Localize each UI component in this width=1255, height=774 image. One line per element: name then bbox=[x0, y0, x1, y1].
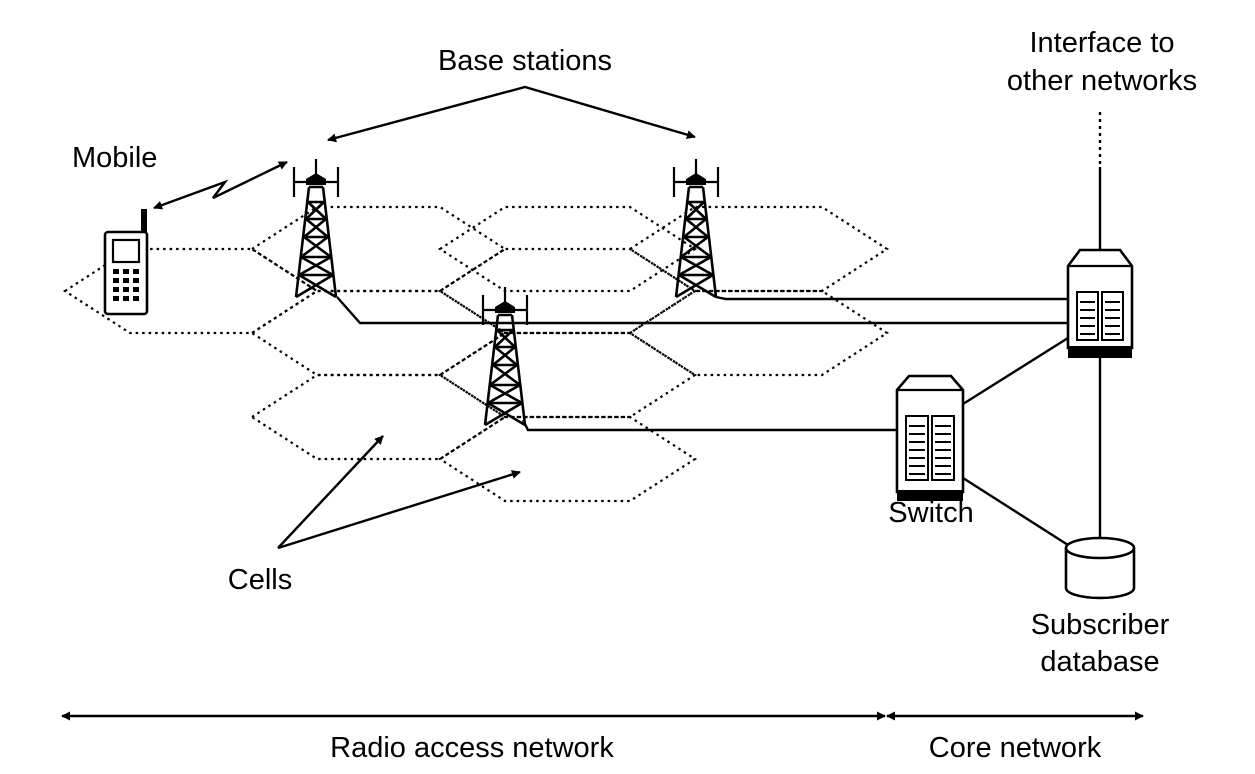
label-cells: Cells bbox=[228, 564, 292, 596]
cell-hex bbox=[249, 373, 508, 461]
label-subscriber-line2: database bbox=[1040, 646, 1159, 678]
base-stations-arrow bbox=[327, 85, 696, 143]
cell-hex bbox=[249, 205, 508, 293]
cell-hex bbox=[437, 331, 698, 419]
label-interface-line2: other networks bbox=[1007, 65, 1197, 97]
cell-hex bbox=[437, 247, 698, 335]
cell-tower-icon bbox=[672, 157, 720, 299]
label-interface-line1: Interface to bbox=[1029, 27, 1174, 59]
annotation-arrows bbox=[61, 85, 1144, 721]
label-subscriber-line1: Subscriber bbox=[1031, 609, 1170, 641]
cell-hex bbox=[627, 289, 890, 377]
database-cylinder-icon bbox=[1064, 536, 1136, 600]
cells-arrow-right bbox=[277, 470, 521, 550]
label-mobile: Mobile bbox=[72, 142, 157, 174]
label-switch: Switch bbox=[888, 497, 973, 529]
mobile-phone-icon bbox=[103, 209, 149, 316]
core-server-icon bbox=[1066, 248, 1134, 358]
cell-hex bbox=[62, 247, 320, 335]
cells-arrow-left bbox=[277, 435, 384, 549]
switch-server-icon bbox=[895, 374, 965, 501]
label-core-network: Core network bbox=[929, 732, 1102, 764]
cell-grid bbox=[62, 205, 890, 503]
cell-tower-icon bbox=[481, 285, 529, 427]
network-links bbox=[336, 112, 1102, 547]
cell-tower-icon bbox=[292, 157, 340, 299]
radio-link-arrow bbox=[153, 160, 288, 210]
label-base-stations: Base stations bbox=[438, 45, 612, 77]
label-radio-access-network: Radio access network bbox=[330, 732, 614, 764]
cell-hex bbox=[249, 289, 508, 377]
cell-hex bbox=[437, 205, 698, 293]
cell-hex bbox=[437, 415, 698, 503]
cell-hex bbox=[627, 205, 890, 293]
